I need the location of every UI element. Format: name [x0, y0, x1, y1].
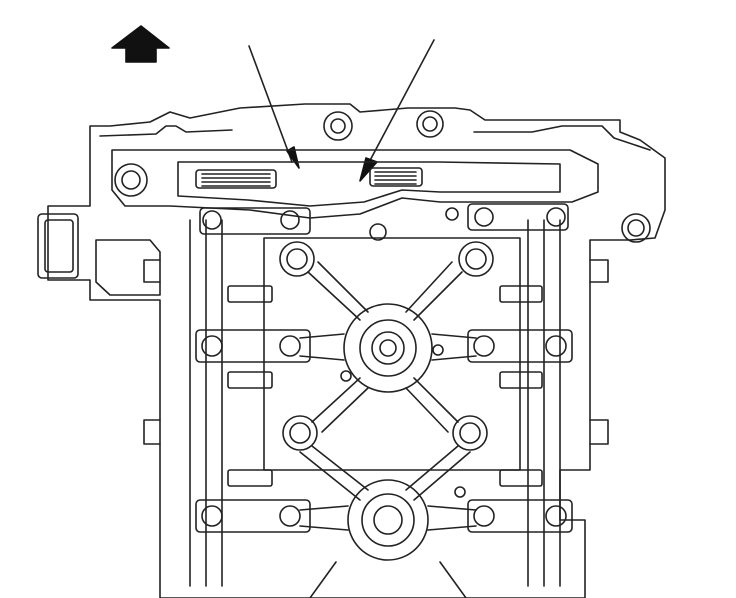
diag-boss-ll-inner: [289, 422, 311, 444]
bolt-left-1b: [280, 210, 300, 230]
rib-ll: [311, 377, 369, 433]
diag-boss-ur-inner: [465, 248, 487, 270]
web-plate: [263, 237, 521, 471]
bolt-left-2a: [201, 335, 223, 357]
left-mount: [95, 239, 161, 296]
rib-center-left: [299, 333, 345, 361]
cap-left-3: [195, 499, 311, 533]
left-block-1: [227, 285, 273, 303]
callout-left-line: [248, 45, 293, 163]
diag-boss-ul: [279, 241, 315, 277]
left-block-3: [227, 469, 273, 487]
left-block-2: [227, 371, 273, 389]
boss-top-1: [114, 163, 148, 197]
diag-boss-ul-inner: [286, 248, 308, 270]
bolt-left-3a: [201, 505, 223, 527]
small-hole-3: [340, 370, 352, 382]
boss-top-3: [416, 110, 444, 138]
boss-top-2: [323, 111, 353, 141]
bolt-right-2a: [473, 335, 495, 357]
bolt-right-3a: [473, 505, 495, 527]
boss-top-1-inner: [121, 170, 141, 190]
rib-center-right: [431, 333, 477, 361]
left-rail: [189, 219, 223, 587]
callout-right-line: [365, 39, 435, 169]
bolt-left-1a: [202, 210, 222, 230]
small-hole-5: [454, 486, 466, 498]
bolt-left-3b: [279, 505, 301, 527]
cap-right-1: [467, 203, 569, 231]
diag-boss-ll: [282, 415, 318, 451]
center-hub-inner: [371, 331, 405, 365]
diag-boss-lr-inner: [459, 422, 481, 444]
outline-accent-left: [99, 125, 233, 137]
rib-ul: [307, 261, 369, 321]
diag-boss-ur: [458, 241, 494, 277]
lower-hub-inner: [373, 505, 403, 535]
cap-left-2: [195, 329, 311, 363]
right-rail: [527, 219, 561, 587]
upper-right-slot-hatch: [374, 171, 417, 185]
bolt-right-2b: [545, 335, 567, 357]
left-port-inner: [44, 219, 74, 273]
left-port: [37, 213, 79, 279]
boss-top-2-inner: [330, 118, 346, 134]
cap-right-3: [467, 499, 573, 533]
cap-left-1: [199, 207, 311, 235]
left-tab-1: [143, 259, 161, 283]
lower-hub-mid: [361, 493, 415, 547]
boss-top-right-inner: [627, 219, 645, 237]
lower-hub-outer: [347, 479, 429, 561]
center-hub-outer: [343, 303, 433, 393]
bolt-right-1a: [474, 207, 494, 227]
boss-top-3-inner: [422, 116, 438, 132]
callout-right-arrowhead: [359, 157, 378, 182]
upper-band: [111, 149, 599, 219]
rib-lower-center-right: [427, 505, 477, 531]
small-hole-1: [369, 223, 387, 241]
rib-lower-right: [405, 445, 471, 501]
center-hub-mid: [359, 319, 417, 377]
upper-right-slot: [369, 167, 423, 187]
right-tab-1: [589, 259, 609, 283]
bolt-right-3b: [545, 505, 567, 527]
boss-top-right: [621, 213, 651, 243]
left-tab-2: [143, 419, 161, 445]
rib-lower-center-left: [299, 505, 349, 531]
right-tab-2: [589, 419, 609, 445]
small-hole-2: [445, 207, 459, 221]
up-arrow-icon: [111, 25, 170, 63]
housing-outline: [47, 103, 666, 598]
right-block-2: [499, 371, 543, 389]
upper-left-slot-hatch: [201, 173, 271, 187]
bolt-left-2b: [279, 335, 301, 357]
outline-accent-right: [473, 125, 651, 151]
small-hole-4: [432, 344, 444, 356]
diag-boss-lr: [452, 415, 488, 451]
outline-accent-bottom: [309, 561, 467, 598]
rib-lower-left: [299, 445, 369, 501]
right-block-3: [499, 469, 543, 487]
center-hub-core: [379, 339, 397, 357]
upper-band-inner: [177, 161, 561, 207]
right-block-1: [499, 285, 543, 303]
rib-lr: [405, 377, 459, 433]
rib-ur: [405, 261, 463, 321]
bolt-right-1b: [546, 207, 566, 227]
upper-left-slot: [195, 169, 277, 189]
